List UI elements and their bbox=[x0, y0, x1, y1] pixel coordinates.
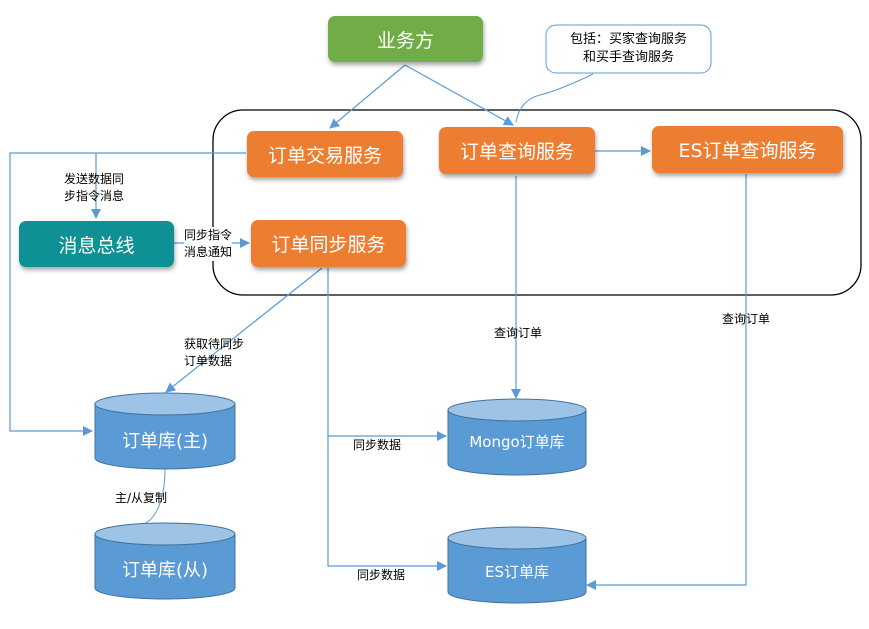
node-order-db-master-label[interactable]: 订单库(主) bbox=[121, 431, 209, 452]
label-query-order-mongo: 查询订单 bbox=[494, 326, 543, 340]
db-mongo-shape bbox=[447, 398, 587, 476]
label-sync-data-es: 同步数据 bbox=[357, 568, 406, 582]
db-slave-shape bbox=[94, 522, 236, 600]
node-message-bus-label: 消息总线 bbox=[58, 234, 135, 257]
edge-sync-to-master-db bbox=[165, 267, 323, 393]
node-order-sync-service-label: 订单同步服务 bbox=[271, 234, 386, 256]
edge-es-query-to-es-db bbox=[586, 174, 747, 590]
edge-sync-to-es-db bbox=[327, 436, 447, 571]
node-order-query-service-label: 订单查询服务 bbox=[459, 141, 574, 163]
node-order-db-slave-label[interactable]: 订单库(从) bbox=[121, 560, 209, 581]
db-es-shape bbox=[447, 526, 587, 604]
db-master-shape bbox=[94, 392, 236, 470]
callout-text: 包括：买家查询服务 和买手查询服务 bbox=[546, 31, 711, 67]
label-sync-data-mongo: 同步数据 bbox=[353, 438, 402, 452]
node-order-query-service[interactable]: 订单查询服务 bbox=[439, 127, 595, 174]
node-es-order-query-service[interactable]: ES订单查询服务 bbox=[652, 126, 843, 173]
label-sync-notify-line-1: 同步指令 bbox=[184, 228, 233, 242]
node-mongo-order-db-label[interactable]: Mongo订单库 bbox=[469, 433, 565, 451]
node-order-trade-service-label: 订单交易服务 bbox=[267, 144, 382, 167]
label-send-sync-msg: 发送数据同 步指令消息 bbox=[64, 171, 124, 205]
callout-pointer bbox=[515, 73, 594, 123]
edge-sync-to-mongo bbox=[327, 268, 447, 441]
label-replication: 主/从复制 bbox=[115, 491, 168, 505]
edge-business-to-trade bbox=[329, 64, 406, 129]
callout-line-2: 和买手查询服务 bbox=[582, 50, 674, 65]
node-es-order-db-label[interactable]: ES订单库 bbox=[485, 563, 549, 581]
node-order-trade-service[interactable]: 订单交易服务 bbox=[247, 131, 403, 177]
node-business[interactable]: 业务方 bbox=[328, 16, 483, 62]
edge-trade-to-master-db bbox=[9, 152, 246, 436]
node-message-bus[interactable]: 消息总线 bbox=[19, 221, 174, 267]
node-business-label: 业务方 bbox=[376, 29, 434, 52]
node-es-order-query-service-label: ES订单查询服务 bbox=[678, 140, 817, 162]
label-send-sync-msg-line-2: 步指令消息 bbox=[64, 189, 125, 203]
callout-bubble bbox=[545, 24, 712, 74]
label-fetch-pending-line-2: 订单数据 bbox=[184, 354, 233, 368]
label-query-order-es: 查询订单 bbox=[722, 312, 771, 326]
label-sync-notify-line-2: 消息通知 bbox=[184, 245, 233, 259]
label-fetch-pending-line-1: 获取待同步 bbox=[184, 337, 245, 351]
node-order-sync-service[interactable]: 订单同步服务 bbox=[251, 220, 406, 267]
services-container bbox=[212, 109, 862, 296]
label-send-sync-msg-line-1: 发送数据同 bbox=[64, 172, 125, 186]
edge-business-to-query bbox=[404, 64, 514, 126]
label-sync-notify: 同步指令 消息通知 bbox=[184, 227, 233, 261]
callout-line-1: 包括：买家查询服务 bbox=[569, 32, 687, 47]
label-fetch-pending: 获取待同步 订单数据 bbox=[184, 336, 244, 370]
